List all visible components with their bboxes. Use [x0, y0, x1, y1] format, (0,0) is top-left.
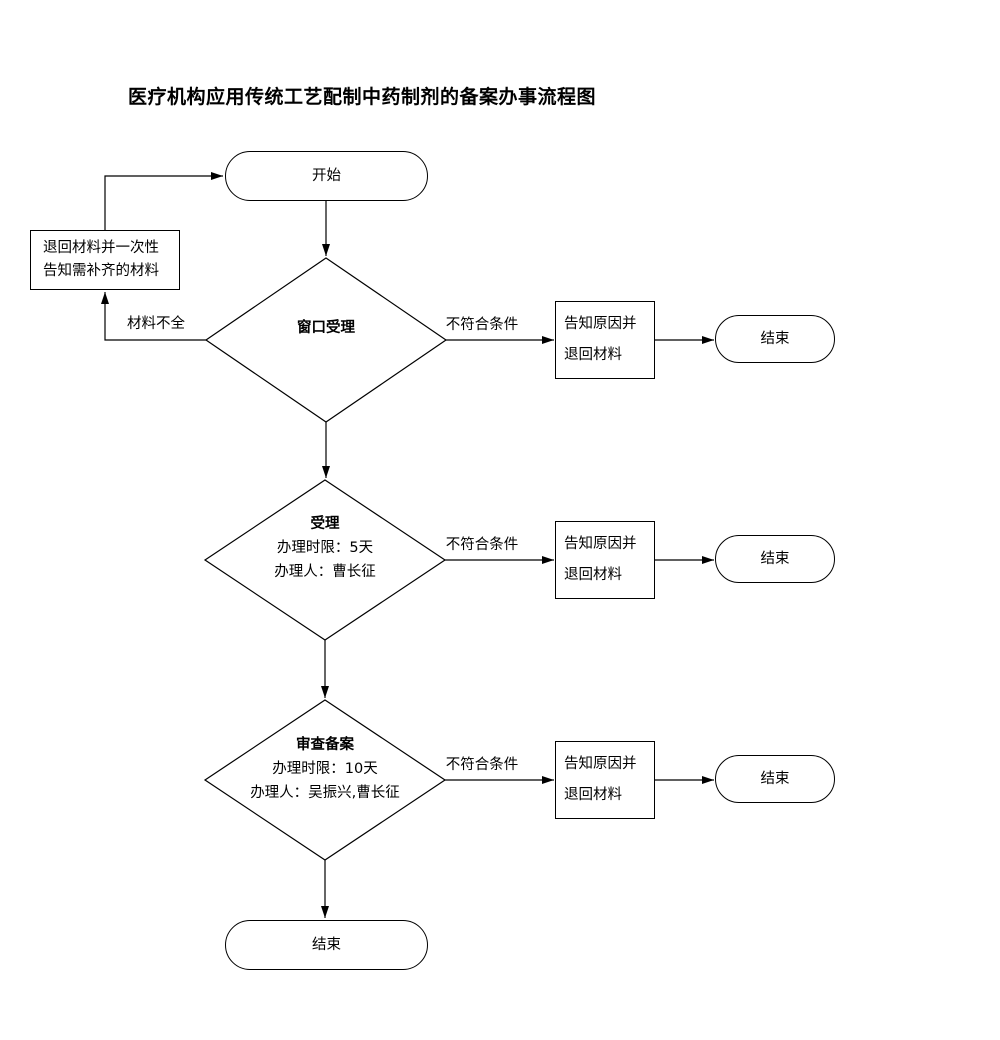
end-node-3-label: 结束 — [760, 770, 790, 787]
decision2-text: 受理 办理时限：5天 办理人：曹长征 — [205, 512, 445, 584]
edge-decision1-to-feedback — [101, 292, 206, 341]
reject-box-1: 告知原因并 退回材料 — [555, 301, 655, 379]
reject-box-1-line2: 退回材料 — [564, 347, 622, 363]
decision2-time-limit: 办理时限：5天 — [276, 540, 374, 556]
reject-box-1-line1: 告知原因并 — [564, 316, 637, 332]
end-node-1: 结束 — [715, 315, 835, 363]
decision3-handler: 办理人：吴振兴,曹长征 — [250, 785, 400, 801]
decision2-handler: 办理人：曹长征 — [274, 564, 376, 580]
decision3-title: 审查备案 — [296, 737, 354, 753]
end-node-1-label: 结束 — [760, 330, 790, 347]
final-end-node: 结束 — [225, 920, 428, 970]
edge-label-not-qualified-2: 不符合条件 — [445, 537, 519, 553]
decision3-text: 审查备案 办理时限：10天 办理人：吴振兴,曹长征 — [205, 733, 445, 805]
start-node: 开始 — [225, 151, 428, 201]
start-node-label: 开始 — [312, 167, 341, 184]
edge-label-materials-incomplete: 材料不全 — [127, 316, 185, 332]
edge-label-not-qualified-3: 不符合条件 — [445, 757, 519, 773]
reject-box-3-line1: 告知原因并 — [564, 756, 637, 772]
reject-box-2-line1: 告知原因并 — [564, 536, 637, 552]
flowchart-title: 医疗机构应用传统工艺配制中药制剂的备案办事流程图 — [128, 86, 597, 108]
final-end-node-label: 结束 — [312, 936, 341, 953]
end-node-2-label: 结束 — [760, 550, 790, 567]
decision2-title: 受理 — [310, 516, 340, 532]
feedback-box: 退回材料并一次性 告知需补齐的材料 — [30, 230, 180, 290]
reject-box-3: 告知原因并 退回材料 — [555, 741, 655, 819]
decision1-diamond — [204, 257, 448, 423]
decision3-time-limit: 办理时限：10天 — [272, 761, 378, 777]
decision3-diamond — [203, 699, 447, 861]
end-node-2: 结束 — [715, 535, 835, 583]
edge-feedback-to-start — [104, 172, 223, 230]
decision2-diamond — [203, 479, 447, 641]
reject-box-3-line2: 退回材料 — [564, 787, 622, 803]
feedback-box-line1: 退回材料并一次性 — [43, 240, 159, 256]
end-node-3: 结束 — [715, 755, 835, 803]
reject-box-2: 告知原因并 退回材料 — [555, 521, 655, 599]
decision1-text: 窗口受理 — [206, 316, 446, 340]
edge-label-not-qualified-1: 不符合条件 — [445, 317, 519, 333]
feedback-box-line2: 告知需补齐的材料 — [43, 263, 159, 279]
reject-box-2-line2: 退回材料 — [564, 567, 622, 583]
decision1-title: 窗口受理 — [297, 320, 355, 336]
